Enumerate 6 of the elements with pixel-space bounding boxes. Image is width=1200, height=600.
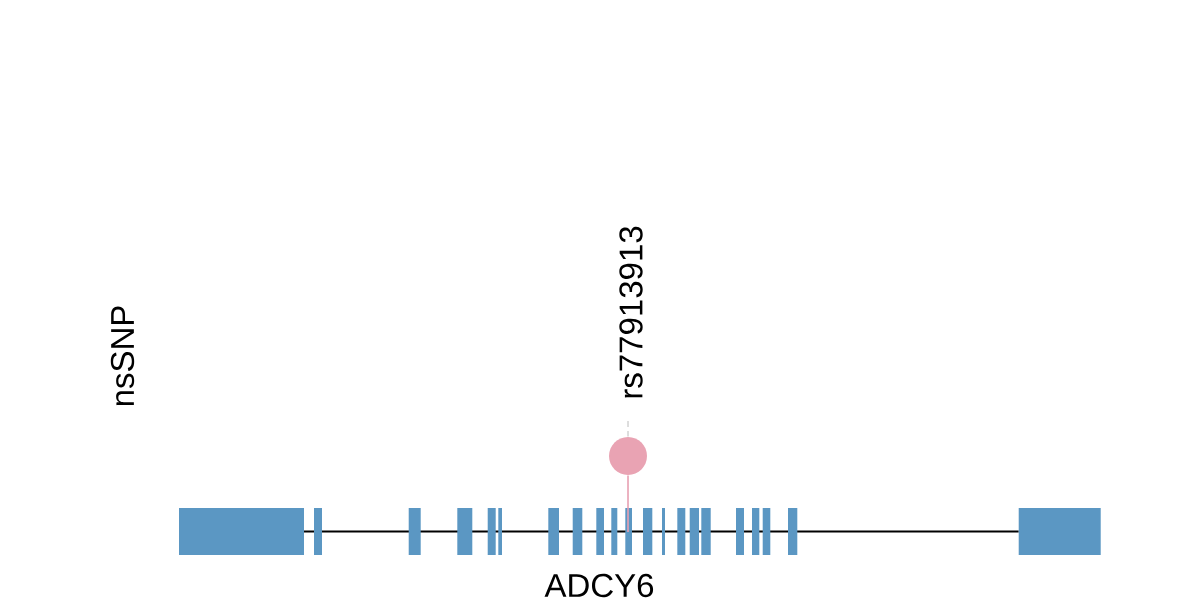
lollipop-stem [627, 474, 629, 533]
track-label: nsSNP [110, 306, 135, 406]
leader-line [627, 420, 629, 438]
snp-label: rs77913913 [619, 226, 643, 398]
lollipop-circle [609, 437, 647, 475]
gene-label: ADCY6 [544, 573, 654, 598]
